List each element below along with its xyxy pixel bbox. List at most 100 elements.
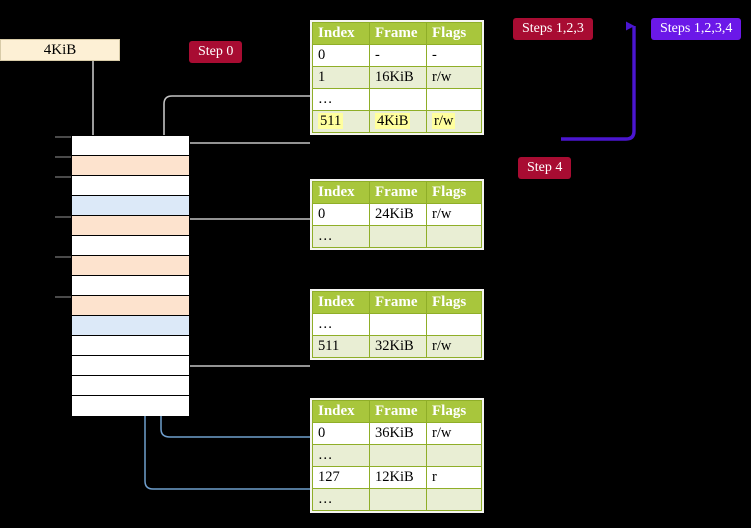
memory-frame-row [72,276,189,296]
table-cell: 32KiB [369,335,427,358]
wire-t2-row0 [179,218,310,256]
wire-steps-bracket [561,21,636,141]
highlighted-value: 4KiB [375,113,411,129]
table-cell: 4KiB [369,110,427,133]
table-cell [426,225,482,248]
column-header-index: Index [312,400,370,423]
memory-frame-tick [55,216,71,218]
table-cell: 0 [312,422,370,445]
memory-frame-tick [55,176,71,178]
column-header-flags: Flags [426,400,482,423]
memory-frame-row [72,356,189,376]
highlighted-value: 511 [318,113,344,129]
badge-step-4: Step 4 [518,157,572,180]
column-header-index: Index [312,181,370,204]
column-header-frame: Frame [369,181,427,204]
table-cell [426,88,482,111]
table-cell: 511 [312,335,370,358]
memory-frame-row [72,376,189,396]
memory-block-4kib: 4KiB [0,39,120,61]
memory-block-label: 4KiB [43,41,77,58]
badge-steps-123: Steps 1,2,3 [513,18,593,41]
memory-frame-tick [55,136,71,138]
table-cell: r/w [426,110,482,133]
table-cell [369,313,427,336]
memory-frame-row [72,156,189,176]
table-row: … [312,444,482,467]
memory-frame-row [72,396,189,416]
table-row: … [312,313,482,336]
table-cell [369,444,427,467]
table-cell: … [312,313,370,336]
physical-memory-column [55,135,190,416]
column-header-frame: Frame [369,22,427,45]
column-header-index: Index [312,22,370,45]
wire-t3-row511 [173,311,310,367]
table-cell: r/w [426,203,482,226]
memory-frame-row [72,256,189,276]
memory-frame-row [72,296,189,316]
memory-frame-row [72,176,189,196]
badge-step-0: Step 0 [189,41,243,64]
memory-frame-tick [55,156,71,158]
column-header-frame: Frame [369,400,427,423]
table-cell: r [426,466,482,489]
table-cell: 511 [312,110,370,133]
table-row: 511 4KiB r/w [312,110,482,133]
table-cell: … [312,488,370,511]
column-header-flags: Flags [426,181,482,204]
table-row: 0-- [312,44,482,67]
table-cell [426,313,482,336]
table-cell: r/w [426,422,482,445]
table-cell: 24KiB [369,203,427,226]
memory-frame-row [72,316,189,336]
memory-frame-tick [55,256,71,258]
table-cell: - [426,44,482,67]
table-cell: r/w [426,335,482,358]
table-row: … [312,88,482,111]
memory-frame-row [72,216,189,236]
table-cell: 16KiB [369,66,427,89]
memory-frame-row [72,136,189,156]
table-cell: 1 [312,66,370,89]
column-header-index: Index [312,291,370,314]
memory-frame-row [72,336,189,356]
table-cell: - [369,44,427,67]
table-cell [426,444,482,467]
table-cell: 12KiB [369,466,427,489]
badge-steps-1234: Steps 1,2,3,4 [651,18,742,41]
wire-t1-row511 [171,142,310,208]
table-cell [369,488,427,511]
table-cell: 36KiB [369,422,427,445]
table-cell: 127 [312,466,370,489]
table-cell: … [312,88,370,111]
table-cell: 0 [312,203,370,226]
table-cell: … [312,444,370,467]
table-cell: 0 [312,44,370,67]
table-row: … [312,488,482,511]
table-cell: r/w [426,66,482,89]
column-header-flags: Flags [426,22,482,45]
memory-frame-row [72,196,189,216]
highlighted-value: r/w [432,113,456,129]
memory-frame-tick [55,296,71,298]
table-cell: … [312,225,370,248]
table-cell [369,88,427,111]
table-row: … [312,225,482,248]
memory-frame-row [72,236,189,256]
table-cell [369,225,427,248]
